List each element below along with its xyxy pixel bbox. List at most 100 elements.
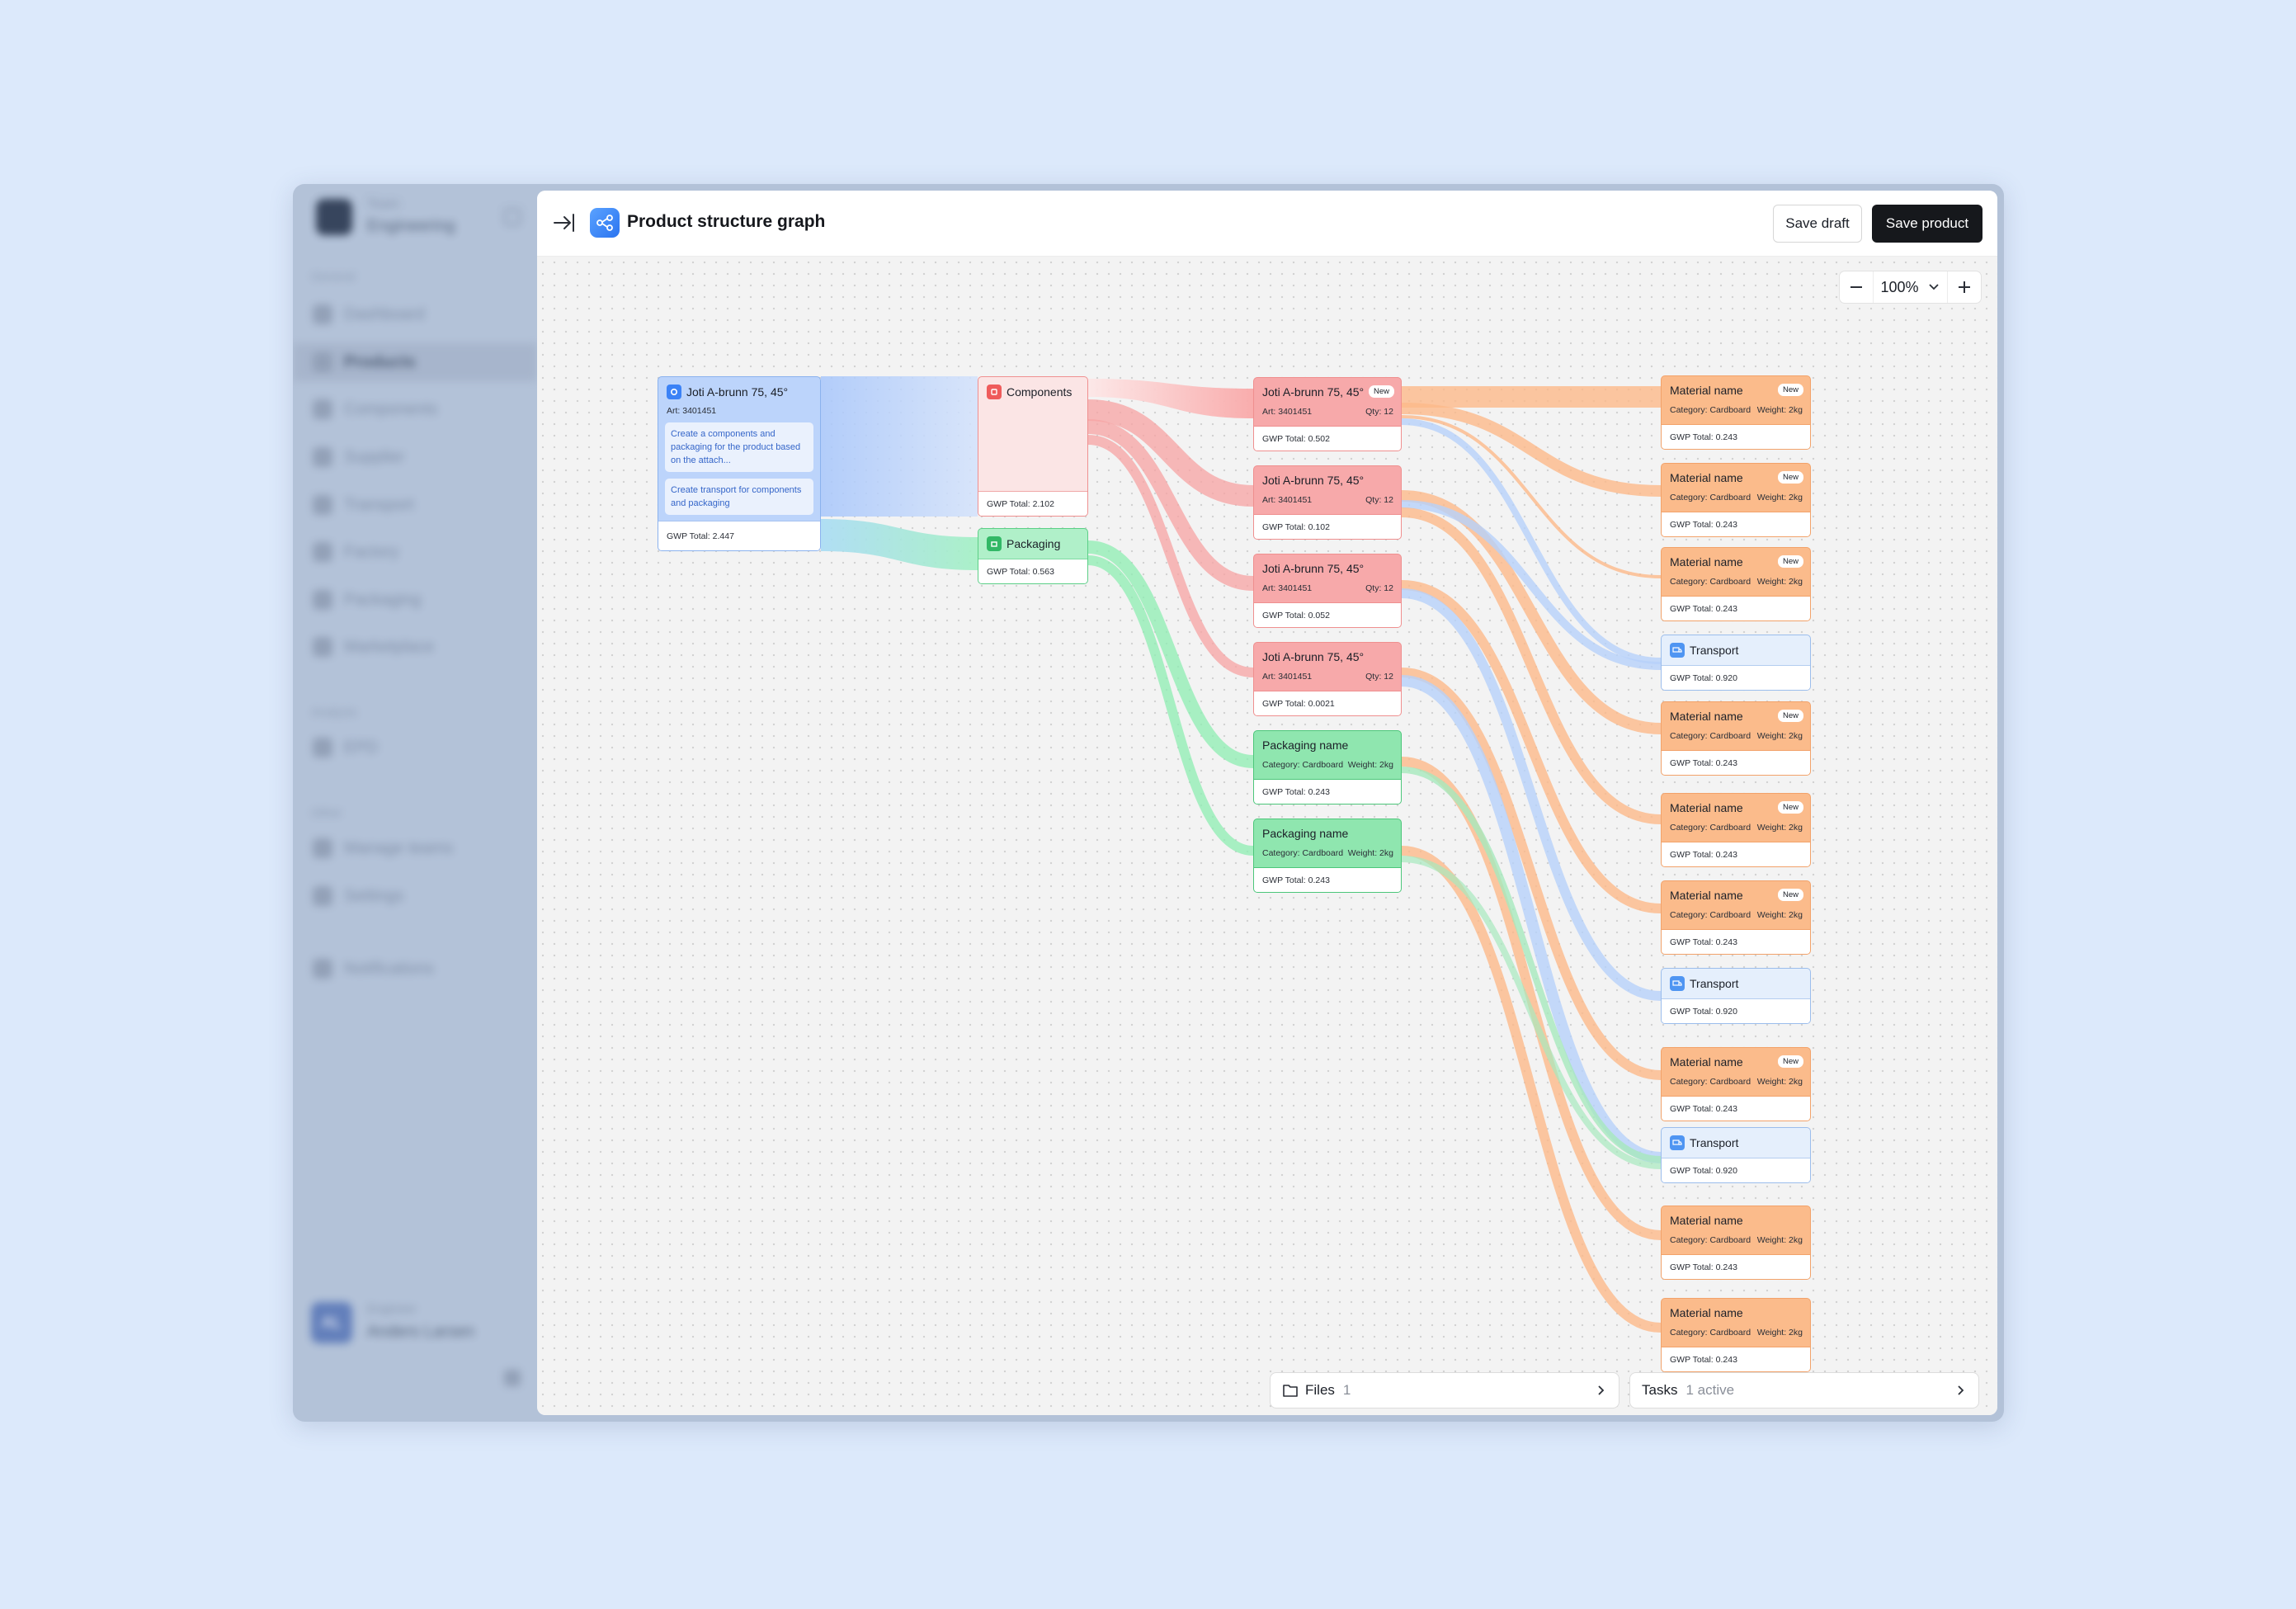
packaging-node[interactable]: Packaging GWP Total: 0.563	[978, 528, 1088, 584]
node-title: Material name	[1670, 384, 1743, 397]
teams-icon	[313, 838, 332, 858]
gwp-total: GWP Total: 0.243	[1254, 779, 1401, 804]
new-badge: New	[1777, 710, 1803, 722]
node-title: Material name	[1670, 710, 1743, 723]
flow-link	[1087, 435, 1254, 677]
components-icon	[313, 399, 332, 419]
gwp-total: GWP Total: 0.243	[1662, 1096, 1810, 1121]
flow-link	[1401, 418, 1662, 664]
gwp-total: GWP Total: 0.243	[1662, 596, 1810, 620]
sidebar-section-analysis: Analysis	[311, 705, 357, 720]
flow-link	[1401, 580, 1662, 913]
chevron-down-icon	[1928, 284, 1939, 290]
new-badge: New	[1777, 471, 1803, 484]
component-icon	[987, 385, 1002, 399]
main-panel: Product structure graph Save draft Save …	[537, 191, 1997, 1415]
gwp-total: GWP Total: 0.243	[1254, 867, 1401, 892]
sidebar-item-components[interactable]: Components	[293, 390, 537, 428]
expand-panel-icon[interactable]	[552, 210, 577, 235]
products-icon	[313, 352, 332, 372]
graph-canvas[interactable]: 100% Joti A-brunn 75, 45°	[537, 257, 1997, 1415]
tasks-count: 1 active	[1685, 1382, 1735, 1398]
zoom-out-button[interactable]	[1840, 271, 1873, 304]
flow-link	[1401, 675, 1662, 1163]
flow-link	[1401, 767, 1662, 1163]
truck-icon	[1670, 976, 1685, 991]
collapse-sidebar-icon[interactable]	[504, 1370, 521, 1386]
chevron-right-icon	[1954, 1384, 1967, 1397]
flow-link	[1087, 540, 1254, 768]
save-product-button[interactable]: Save product	[1872, 205, 1982, 243]
sidebar-item-supplier[interactable]: Supplier	[293, 438, 537, 476]
task-suggestion[interactable]: Create a components and packaging for th…	[665, 422, 813, 472]
user-name[interactable]: Anders Larsen	[367, 1323, 475, 1341]
gwp-total: GWP Total: 0.243	[1662, 750, 1810, 775]
files-bar[interactable]: Files 1	[1270, 1372, 1619, 1408]
gear-icon	[667, 385, 681, 399]
gwp-total: GWP Total: 0.920	[1662, 1158, 1810, 1182]
sidebar-item-packaging[interactable]: Packaging	[293, 581, 537, 619]
sidebar-item-settings[interactable]: Settings	[293, 877, 537, 915]
tasks-bar[interactable]: Tasks 1 active	[1629, 1372, 1979, 1408]
sidebar-item-epd[interactable]: EPD	[293, 729, 537, 767]
sidebar-item-dashboard[interactable]: Dashboard	[293, 295, 537, 333]
team-switch-icon[interactable]	[504, 209, 521, 225]
new-badge: New	[1777, 555, 1803, 568]
team-name[interactable]: Engineering	[367, 217, 455, 235]
sidebar: Team Engineering General Dashboard Produ…	[293, 184, 537, 1422]
node-title: Joti A-brunn 75, 45°	[1262, 650, 1365, 663]
sidebar-item-manage-teams[interactable]: Manage teams	[293, 829, 537, 867]
team-logo[interactable]	[316, 199, 352, 235]
sidebar-item-marketplace[interactable]: Marketplace	[293, 628, 537, 666]
gwp-total: GWP Total: 0.243	[1662, 424, 1810, 449]
sidebar-item-transport[interactable]: Transport	[293, 486, 537, 524]
product-node[interactable]: Joti A-brunn 75, 45° Art: 3401451 Create…	[658, 376, 821, 551]
sidebar-item-factory[interactable]: Factory	[293, 533, 537, 571]
zoom-in-button[interactable]	[1948, 271, 1981, 304]
graph-links	[821, 376, 1662, 1333]
gwp-total: GWP Total: 0.920	[1662, 998, 1810, 1023]
packaging-icon	[313, 590, 332, 610]
save-draft-button[interactable]: Save draft	[1773, 205, 1862, 243]
box-icon	[987, 536, 1002, 551]
team-label: Team	[367, 197, 400, 211]
node-title: Material name	[1670, 1306, 1743, 1319]
gwp-total: GWP Total: 0.0021	[1254, 691, 1401, 715]
avatar[interactable]: AL	[311, 1302, 352, 1343]
gwp-total: GWP Total: 0.920	[1662, 665, 1810, 690]
truck-icon	[1670, 1135, 1685, 1150]
flow-link	[1401, 415, 1662, 578]
sidebar-item-products[interactable]: Products	[293, 343, 537, 381]
gwp-total: GWP Total: 0.502	[1254, 426, 1401, 451]
new-badge: New	[1777, 889, 1803, 901]
node-title: Joti A-brunn 75, 45°	[1262, 562, 1365, 575]
sidebar-item-notifications[interactable]: Notifications	[293, 950, 537, 988]
components-node[interactable]: Components GWP Total: 2.102	[978, 376, 1088, 517]
flow-link	[1401, 403, 1662, 497]
epd-icon	[313, 738, 332, 757]
flow-link	[821, 376, 978, 517]
node-title: Packaging name	[1262, 827, 1349, 840]
zoom-level-select[interactable]: 100%	[1873, 271, 1948, 303]
new-badge: New	[1777, 801, 1803, 814]
task-suggestion[interactable]: Create transport for components and pack…	[665, 479, 813, 515]
gwp-total: GWP Total: 0.243	[1662, 1347, 1810, 1371]
